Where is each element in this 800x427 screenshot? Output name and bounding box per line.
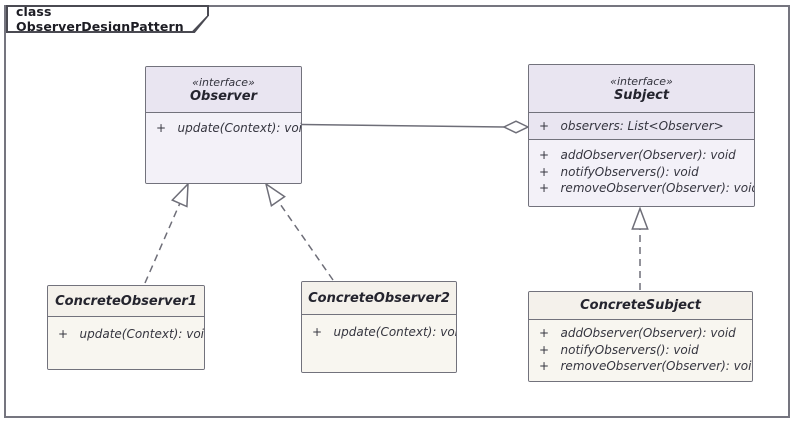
class-header-concreteobserver2: ConcreteObserver2 — [302, 282, 456, 315]
class-header-concreteobserver1: ConcreteObserver1 — [48, 286, 204, 317]
stereotype-label: «interface» — [610, 74, 673, 88]
methods-compartment: + update(Context): void — [302, 315, 456, 372]
attribute-item: + observers: List<Observer> — [539, 118, 724, 133]
method-item: + update(Context): void — [312, 325, 457, 339]
methods-compartment: + update(Context): void — [48, 317, 204, 369]
method-item: + removeObserver(Observer): void — [539, 181, 755, 195]
method-item: + addObserver(Observer): void — [539, 148, 736, 162]
class-box-observer[interactable]: «interface» Observer + update(Context): … — [145, 66, 302, 184]
class-header-subject: «interface» Subject — [529, 65, 754, 113]
class-name: ConcreteObserver2 — [308, 290, 450, 306]
attributes-compartment: + observers: List<Observer> — [529, 113, 754, 140]
class-name: ConcreteSubject — [580, 298, 701, 313]
methods-compartment: + update(Context): void — [146, 113, 301, 183]
methods-compartment: + addObserver(Observer): void + notifyOb… — [529, 140, 754, 206]
diagram-title-tab: class ObserverDesignPattern — [6, 5, 209, 33]
class-name: ConcreteObserver1 — [55, 293, 197, 309]
method-item: + notifyObservers(): void — [539, 342, 699, 357]
class-header-concretesubject: ConcreteSubject — [529, 292, 752, 320]
class-box-concreteobserver1[interactable]: ConcreteObserver1 + update(Context): voi… — [47, 285, 205, 370]
class-name: Subject — [613, 87, 670, 103]
class-name: Observer — [189, 88, 258, 104]
method-item: + update(Context): void — [58, 327, 205, 341]
method-item: + notifyObservers(): void — [539, 164, 699, 179]
methods-compartment: + addObserver(Observer): void + notifyOb… — [529, 320, 752, 381]
method-item: + addObserver(Observer): void — [539, 326, 736, 340]
method-item: + update(Context): void — [156, 121, 302, 135]
method-item: + removeObserver(Observer): void — [539, 359, 753, 373]
class-box-concretesubject[interactable]: ConcreteSubject + addObserver(Observer):… — [528, 291, 753, 382]
class-box-concreteobserver2[interactable]: ConcreteObserver2 + update(Context): voi… — [301, 281, 457, 373]
diagram-title: class ObserverDesignPattern — [16, 4, 184, 34]
class-header-observer: «interface» Observer — [146, 67, 301, 113]
stereotype-label: «interface» — [192, 75, 255, 89]
diagram-title-tab-inner: class ObserverDesignPattern — [8, 7, 207, 31]
class-box-subject[interactable]: «interface» Subject + observers: List<Ob… — [528, 64, 755, 207]
